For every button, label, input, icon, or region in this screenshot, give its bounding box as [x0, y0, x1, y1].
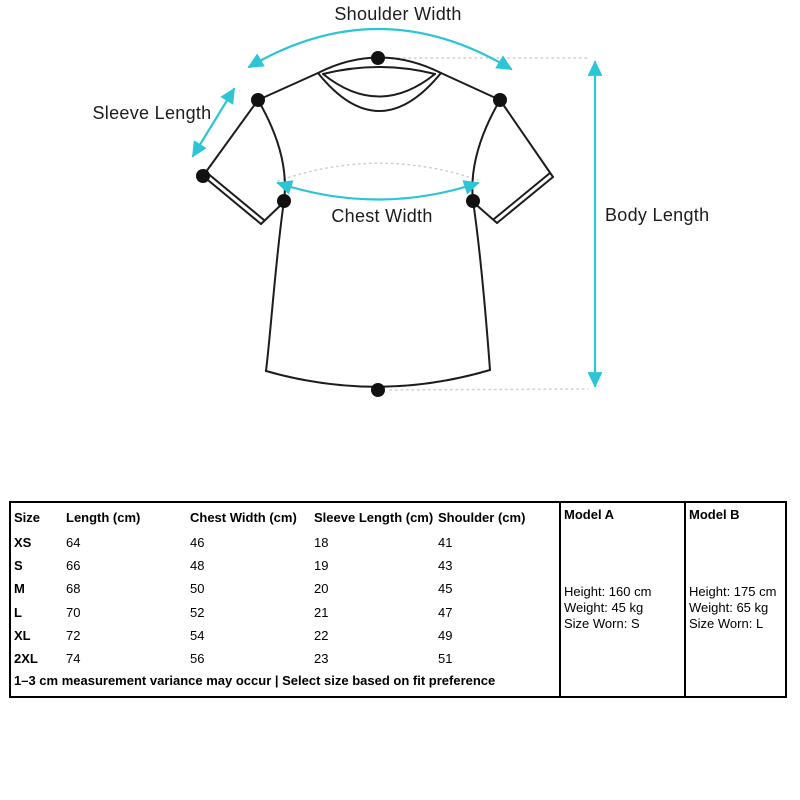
- model-a-size-worn: Size Worn: S: [564, 616, 640, 631]
- model-b-size-worn: Size Worn: L: [689, 616, 764, 631]
- model-a-cell: Model A Height: 160 cm Weight: 45 kg Siz…: [559, 503, 684, 696]
- right-chest-dot: [466, 194, 480, 208]
- tshirt-measurement-diagram: Shoulder Width Sleeve Length Chest Width…: [93, 4, 709, 397]
- collar-front-outer-curve: [317, 72, 442, 112]
- value-cell: 66: [66, 558, 81, 574]
- value-cell: 51: [438, 651, 453, 667]
- value-cell: 72: [66, 627, 81, 643]
- model-b-cell: Model B Height: 175 cm Weight: 65 kg Siz…: [684, 503, 785, 696]
- measurement-arrows: [191, 27, 603, 388]
- right-armhole-curve: [471, 99, 501, 202]
- size-grid: Size Length (cm) Chest Width (cm) Sleeve…: [11, 503, 559, 696]
- value-cell: 50: [190, 581, 205, 597]
- model-a-title: Model A: [564, 507, 615, 522]
- model-b-weight: Weight: 65 kg: [689, 600, 769, 615]
- left-shoulder-dot: [251, 93, 265, 107]
- left-chest-dot: [277, 194, 291, 208]
- size-cell: XL: [14, 627, 31, 643]
- value-cell: 49: [438, 627, 453, 643]
- left-cuff-inner-line: [205, 171, 265, 221]
- model-a-weight: Weight: 45 kg: [564, 600, 644, 615]
- sleeve-length-arrow: [191, 87, 236, 158]
- model-a-info: Height: 160 cm Weight: 45 kg Size Worn: …: [564, 523, 682, 693]
- value-cell: 74: [66, 651, 81, 667]
- guide-lines: [277, 57, 591, 391]
- value-cell: 68: [66, 581, 81, 597]
- model-b-height: Height: 175 cm: [689, 584, 777, 599]
- size-cell: XS: [14, 535, 32, 551]
- header-length: Length (cm): [66, 509, 141, 525]
- value-cell: 52: [190, 604, 205, 620]
- left-armhole-curve: [257, 99, 286, 202]
- header-shoulder: Shoulder (cm): [438, 509, 526, 525]
- shoulder-width-arrow: [247, 27, 513, 71]
- model-b-title: Model B: [689, 507, 740, 522]
- value-cell: 43: [438, 558, 453, 574]
- value-cell: 70: [66, 604, 81, 620]
- header-size: Size: [14, 509, 41, 525]
- shoulder-width-label: Shoulder Width: [334, 4, 461, 24]
- measurement-dots: [196, 51, 507, 397]
- header-chest: Chest Width (cm): [190, 509, 297, 525]
- bottom-guide-line: [389, 388, 589, 391]
- bottom-hem-dot: [371, 383, 385, 397]
- chest-width-label: Chest Width: [331, 206, 432, 226]
- value-cell: 45: [438, 581, 453, 597]
- value-cell: 23: [314, 651, 329, 667]
- value-cell: 56: [190, 651, 205, 667]
- header-sleeve: Sleeve Length (cm): [314, 509, 434, 525]
- right-shoulder-dot: [493, 93, 507, 107]
- value-cell: 20: [314, 581, 329, 597]
- value-cell: 54: [190, 627, 205, 643]
- sleeve-length-label: Sleeve Length: [93, 103, 212, 123]
- left-shoulder-seam: [257, 72, 319, 101]
- model-b-info: Height: 175 cm Weight: 65 kg Size Worn: …: [689, 523, 783, 693]
- collar-front-inner-curve: [322, 73, 436, 98]
- value-cell: 48: [190, 558, 205, 574]
- size-cell: M: [14, 581, 25, 597]
- right-cuff-inner-line: [493, 172, 551, 220]
- right-shoulder-seam: [440, 72, 501, 101]
- left-cuff-outer-line: [202, 175, 262, 225]
- body-length-label: Body Length: [605, 205, 709, 225]
- size-table: Size Length (cm) Chest Width (cm) Sleeve…: [9, 501, 787, 698]
- value-cell: 21: [314, 604, 329, 620]
- value-cell: 41: [438, 535, 453, 551]
- value-cell: 19: [314, 558, 329, 574]
- measurement-variance-note: 1–3 cm measurement variance may occur | …: [14, 673, 496, 689]
- left-cuff-dot: [196, 169, 210, 183]
- right-sleeve-outer-edge: [499, 99, 554, 178]
- chest-width-arrow: [276, 180, 480, 201]
- value-cell: 18: [314, 535, 329, 551]
- value-cell: 22: [314, 627, 329, 643]
- size-cell: S: [14, 558, 23, 574]
- collar-inner-arc: [322, 66, 436, 75]
- value-cell: 46: [190, 535, 205, 551]
- value-cell: 64: [66, 535, 81, 551]
- value-cell: 47: [438, 604, 453, 620]
- size-cell: 2XL: [14, 651, 38, 667]
- right-side-seam: [472, 200, 491, 371]
- collar-top-dot: [371, 51, 385, 65]
- right-cuff-outer-line: [496, 176, 554, 224]
- size-cell: L: [14, 604, 22, 620]
- chest-ellipse-dotted-arc: [277, 162, 479, 182]
- model-a-height: Height: 160 cm: [564, 584, 652, 599]
- left-side-seam: [265, 200, 285, 372]
